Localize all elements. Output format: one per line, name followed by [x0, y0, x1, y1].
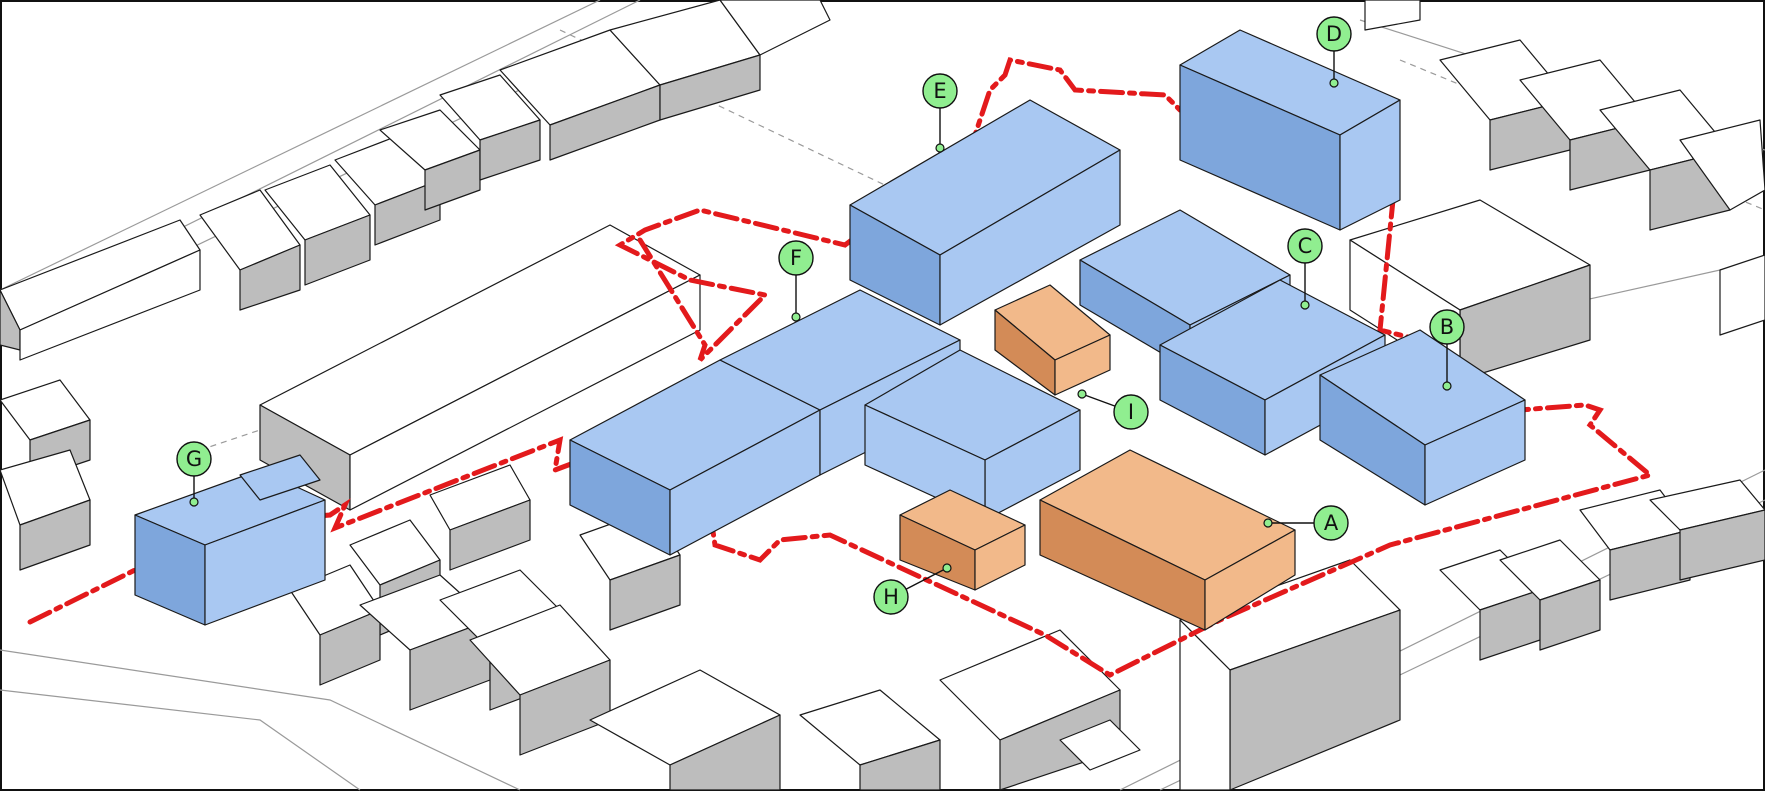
marker-badge [1313, 505, 1349, 541]
marker-badge [176, 441, 212, 477]
proposed-building-wall [1424, 399, 1526, 506]
marker-label: F [790, 246, 802, 270]
context-building-shade [374, 179, 441, 246]
context-building-shade [669, 714, 781, 791]
retained-building-wall [974, 524, 1026, 591]
context-building-shade [449, 499, 531, 571]
site-buildings [134, 29, 1526, 631]
context-building [1059, 719, 1141, 771]
marker-d: D [1316, 16, 1352, 88]
marker-label: H [883, 585, 899, 609]
context-building [1679, 119, 1765, 211]
marker-label: I [1128, 400, 1134, 424]
marker-anchor [1329, 78, 1339, 88]
marker-badge [922, 73, 958, 109]
context-building [719, 0, 831, 56]
marker-badge [778, 240, 814, 276]
marker-anchor [1263, 518, 1273, 528]
marker-badge [873, 579, 909, 615]
marker-f: F [778, 240, 814, 322]
context-building [1364, 0, 1421, 31]
context-building-shade [304, 214, 371, 286]
marker-anchor [935, 143, 945, 153]
marker-badge [1316, 16, 1352, 52]
context-building-shade [1609, 529, 1691, 601]
context-building-shade [424, 149, 481, 211]
marker-g: G [176, 441, 212, 507]
marker-label: E [933, 79, 946, 103]
context-building-shade [609, 554, 681, 631]
context-building-shade [659, 54, 761, 121]
retained-building-wall [1054, 334, 1111, 396]
marker-anchor [791, 312, 801, 322]
context-building-shade [859, 739, 941, 791]
context-building [19, 249, 201, 361]
context-building [349, 274, 701, 511]
proposed-building-wall [939, 149, 1121, 326]
marker-b: B [1429, 309, 1465, 391]
proposed-building-wall [1339, 99, 1401, 231]
marker-anchor [189, 497, 199, 507]
marker-anchor [1442, 381, 1452, 391]
proposed-building-roof [239, 454, 321, 501]
marker-label: A [1324, 511, 1339, 535]
context-building-shade [19, 499, 91, 571]
marker-anchor [1077, 389, 1087, 399]
marker-label: D [1326, 22, 1342, 46]
context-building-shade [239, 244, 301, 311]
marker-badge [1429, 309, 1465, 345]
context-building-shade [1539, 579, 1601, 651]
context-building-shade [1679, 509, 1765, 581]
marker-label: G [186, 447, 202, 471]
marker-h: H [873, 563, 952, 615]
marker-label: C [1298, 234, 1313, 258]
context-building-shade [319, 609, 381, 686]
building-markers: A B C D E F G H I [176, 16, 1465, 615]
marker-a: A [1263, 505, 1349, 541]
context-building [1649, 479, 1765, 531]
context-building [1719, 254, 1765, 336]
marker-badge [1287, 228, 1323, 264]
marker-anchor [1300, 300, 1310, 310]
marker-e: E [922, 73, 958, 153]
context-building-shade [479, 119, 541, 181]
proposed-building-wall [204, 499, 326, 626]
retained-building-wall [1204, 529, 1296, 631]
site-boundary [27, 57, 1656, 678]
marker-label: B [1440, 315, 1454, 339]
context-building [1179, 619, 1231, 791]
marker-c: C [1287, 228, 1323, 310]
marker-anchor [942, 563, 952, 573]
marker-badge [1113, 394, 1149, 430]
marker-i: I [1077, 389, 1149, 430]
